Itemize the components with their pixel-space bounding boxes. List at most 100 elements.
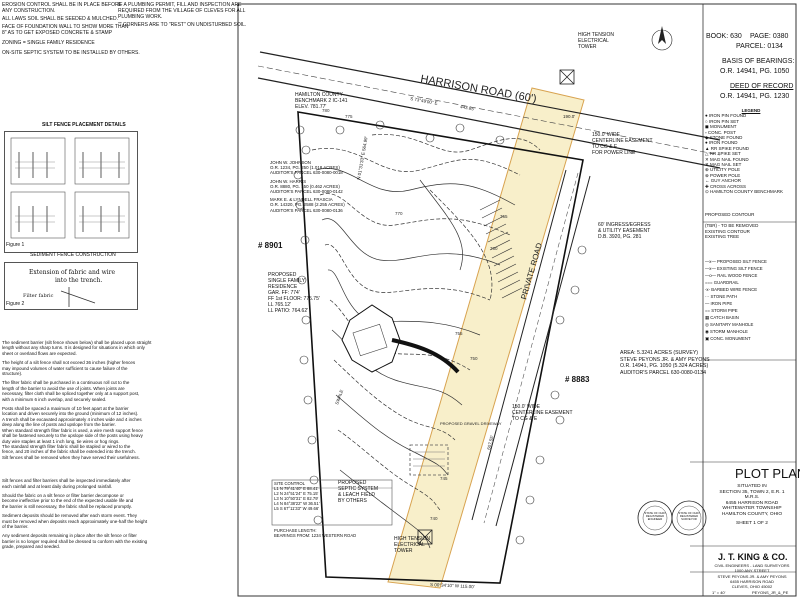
adjoiner-line: O.R. 8880, PG. 150 (0.462 ACRES)	[270, 183, 340, 189]
easement-band	[387, 87, 585, 589]
paragraph-line: The filter fabric shall be purchased in …	[2, 380, 130, 386]
easement-line: CENTERLINE EASEMENT	[592, 138, 653, 144]
contour-label: 775	[345, 114, 353, 119]
monument-icon: ◼	[705, 124, 710, 130]
paragraph-line: The standard strength filter fabric shal…	[2, 443, 131, 449]
location-block: SITUATED IN SECTION 35, TOWN 2, E.R. 1 M…	[706, 484, 798, 526]
residence-line: SINGLE FAMILY	[268, 278, 306, 284]
residence-line: LL 765.12'	[268, 302, 292, 308]
note-line: PLUMBING WORK.	[118, 14, 163, 20]
paragraph-line: location and driven securely into the gr…	[2, 411, 139, 417]
area-line: O.R. 14941, PG. 1050 (5.324 ACRES)	[620, 363, 709, 370]
adjoiner-line: AUDITOR'S PARCEL 630-0080-0136	[270, 207, 343, 213]
catch-basin-icon: ▦	[705, 315, 711, 320]
lot-number-main: # 8901	[258, 241, 283, 250]
table-row: L3 N 10°50'31" E 82.79'	[274, 496, 319, 501]
bearing-south: S 00°34'10" W 115.00'	[430, 582, 475, 589]
cross-icon: ✚	[705, 183, 711, 189]
note-line: ANY CONSTRUCTION.	[2, 8, 56, 14]
utility-pole-icon: ⊕	[705, 167, 711, 173]
note-line: IF A PLUMBING PERMIT, FILL AND INSPECTIO…	[118, 2, 242, 8]
easement-line: 150.0' WIDE	[592, 132, 620, 138]
figure-2-label: Figure 2	[6, 301, 25, 307]
easement-line: 150.0' WIDE	[512, 404, 540, 410]
gravel-drive-label: PROPOSED GRAVEL DRIVEWAY	[440, 421, 502, 426]
client-block: STEVE PEYONS JR. & AMY PEYONS 6455 HARRI…	[706, 574, 798, 589]
adjoiner-line: AUDITOR'S PARCEL 630-0080-0142	[270, 189, 343, 195]
bearings-title: BASIS OF BEARINGS:	[722, 58, 795, 65]
lot-number-side: # 8883	[565, 375, 590, 384]
septic-line: PROPOSED	[338, 480, 367, 486]
handwritten-note: into the trench.	[55, 277, 103, 284]
contour-label: 755	[455, 331, 463, 336]
easement-mid-label: 60' INGRESS/EGRESS & UTILITY EASEMENT D.…	[598, 222, 651, 240]
barbed-wire-icon: -x-	[705, 287, 712, 292]
note-line: "" CORNERS ARE TO "REST" ON UNDISTURBED …	[118, 22, 247, 28]
septic-line: & LEACH FIELD	[338, 492, 375, 498]
bearing-north-dist: 443.85'	[460, 104, 475, 111]
proposed-septic-label: PROPOSED SEPTIC SYSTEM & LEACH FIELD BY …	[338, 480, 378, 504]
legend-item: ✕ MAG NAIL FOUND	[705, 156, 749, 162]
garage-outline	[352, 323, 388, 357]
legend-item: ⊙ HAMILTON COUNTY BENCHMARK	[705, 189, 784, 195]
mag-nail-icon: ✕	[705, 156, 711, 162]
paragraph-line: length of the barrier to avoid the use o…	[2, 385, 125, 391]
client-line: 6455 HARRISON ROAD	[730, 579, 774, 584]
bearing-north: S 73°49'00" E	[410, 96, 438, 106]
legend-item: ○ IRON PIN SET	[705, 118, 739, 124]
deed-title: DEED OF RECORD	[730, 83, 794, 90]
swale-label: SWALE	[334, 389, 344, 405]
legend-item: ◎ SANITARY MANHOLE	[705, 322, 754, 327]
sheet-border	[237, 3, 797, 597]
silt-fence-paragraphs: The sediment barrier (silt fence shown b…	[2, 340, 236, 550]
residence-line: GAR. FF: 774'	[268, 290, 300, 296]
easement-line: & UTILITY EASEMENT	[598, 228, 651, 234]
property-boundary	[297, 111, 584, 584]
book-label: BOOK: 630	[706, 33, 742, 40]
seal-line: STATE OF OHIO	[644, 511, 666, 515]
north-arrow	[651, 26, 673, 51]
paragraph-line: of the barrier.	[2, 523, 29, 529]
benchmark-icon: ⊙	[705, 189, 711, 195]
iron-pin-set-icon: ○	[705, 118, 709, 124]
fabric-sketch	[60, 287, 96, 307]
handwritten-note: Filter fabric	[23, 293, 54, 299]
contour-label: 750	[470, 356, 478, 361]
paragraph-line: necessary, filter cloth shall be spliced…	[2, 391, 140, 397]
conc-monument-icon: ▣	[705, 336, 711, 341]
legend-item: — IRON PIPE	[705, 301, 733, 306]
contour-label: 770	[395, 211, 403, 216]
legend-lines: PROPOSED CONTOUR (TBR) - TO BE REMOVED E…	[705, 212, 797, 240]
fabric-detail-figure: Extension of fabric and wire into the tr…	[4, 262, 138, 310]
residence-line: PROPOSED	[268, 272, 297, 278]
paragraph-line: length without any sharp turns. It is de…	[2, 345, 145, 351]
storm-pipe-icon: ==	[705, 308, 712, 313]
paragraph-line: deep along the line of posts and upslope…	[2, 422, 116, 428]
silt-fence-icon: —x—	[705, 259, 717, 264]
fence-detail-sketch	[10, 137, 130, 239]
legend-item: ▣ CONC. MONUMENT	[705, 336, 751, 341]
manhole-icon: ◎	[705, 322, 710, 327]
guy-anchor-icon: ←	[705, 178, 711, 184]
location-line: 6455 HARRISON ROAD	[725, 500, 779, 506]
bearing-east: 607.55'	[486, 435, 494, 451]
legend-item: == STORM PIPE	[705, 308, 738, 313]
residence-line: RESIDENCE	[268, 284, 298, 290]
legend-item: ⊕ UTILITY POLE	[705, 167, 740, 173]
legend-item: ▦ CATCH BASIN	[705, 315, 739, 320]
adjoiner-line: MARK E. & LYNDELL FRASCIA	[270, 197, 333, 203]
legend-item: === GUARDRAIL	[705, 280, 739, 285]
paragraph-line: sheet or overland flows are expected.	[2, 350, 77, 356]
legend-item: ▲ RR SPIKE FOUND	[705, 145, 749, 151]
iron-pin-icon: ●	[705, 113, 709, 119]
spike-set-icon: △	[705, 151, 710, 157]
area-block: AREA: 5.3241 ACRES (SURVEY) STEVE PEYONS…	[620, 350, 795, 376]
table-row: L5 S 67°11'33" W 49.66'	[274, 506, 319, 511]
legend-item: ✕ MAG NAIL SET	[705, 162, 742, 168]
adjoiner-line: AUDITOR'S PARCEL 630-0080-0018	[270, 170, 343, 176]
spike-icon: ▲	[705, 145, 711, 151]
residence-line: LL PATIO: 764.62'	[268, 308, 309, 314]
legend-item: ● IRON FOUND	[705, 140, 738, 146]
deed-ref: O.R. 14941, PG. 1230	[720, 93, 790, 100]
stone-icon: ◆	[705, 135, 710, 141]
